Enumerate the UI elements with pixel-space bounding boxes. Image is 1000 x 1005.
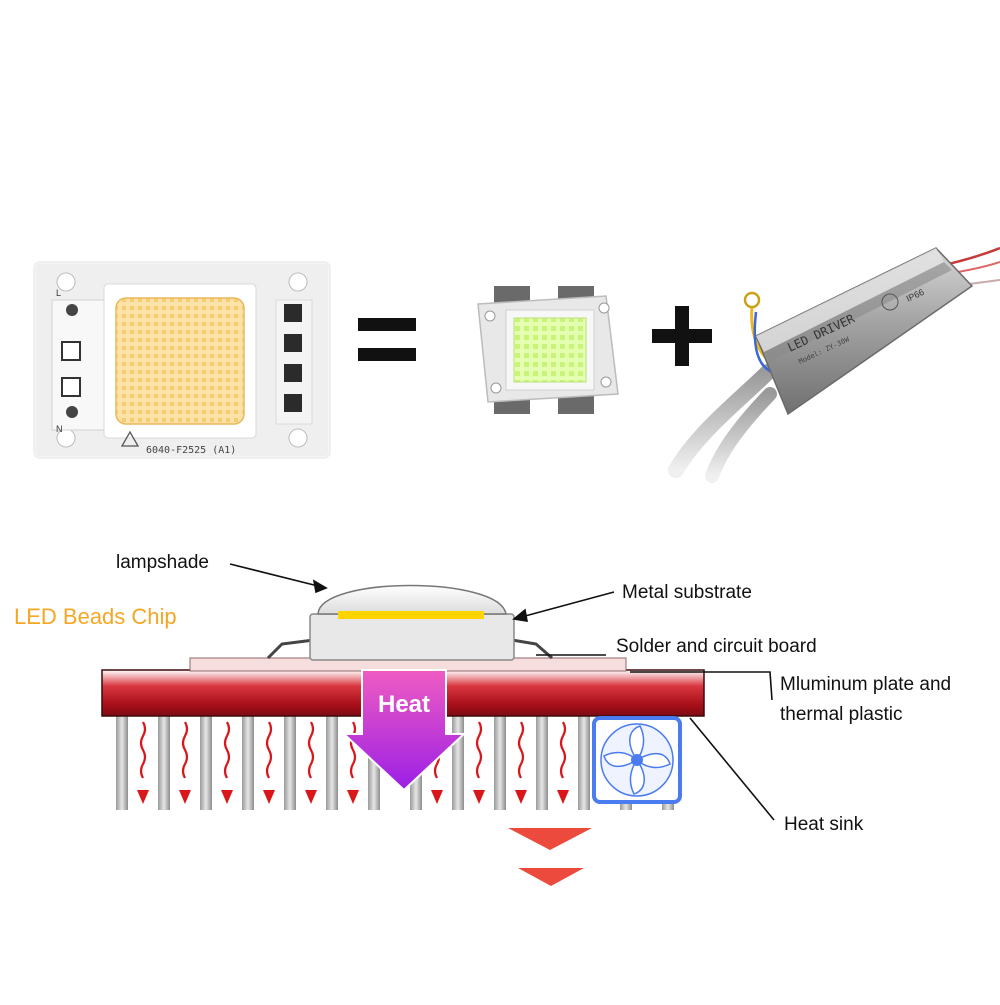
led-die (338, 611, 484, 619)
plus-symbol (652, 306, 712, 366)
warning-icon (120, 430, 140, 447)
wavy-arrow-icon (349, 721, 357, 779)
aluminum-plate-leader (630, 671, 773, 701)
solder-leads (266, 638, 553, 660)
cob-emitter (115, 297, 245, 425)
led-driver-unit: LED DRIVER Model: ZY-30W IP66 (668, 246, 1000, 483)
wavy-heat-arrows (137, 721, 569, 804)
metal-substrate-label: Metal substrate (622, 582, 752, 603)
metal-substrate-leader (513, 591, 615, 620)
led-beads-chip-title: LED Beads Chip (14, 604, 177, 629)
metal-substrate (309, 613, 515, 661)
chevron-down-icon (508, 828, 592, 850)
chevron-down-icon (518, 868, 584, 886)
cob-code-label: 6040-F2525 (A1) (146, 445, 236, 456)
high-power-led-chip (477, 286, 619, 414)
mount-hole (288, 272, 308, 292)
solder-circuit-board-label: Solder and circuit board (616, 636, 817, 657)
heat-sink-leader (689, 717, 775, 821)
heat-sink-label: Heat sink (784, 814, 864, 835)
fan-icon (592, 716, 682, 804)
led-emitter (513, 317, 587, 383)
wavy-arrow-icon (265, 721, 273, 779)
wavy-arrow-icon (223, 721, 231, 779)
wavy-arrow-icon (181, 721, 189, 779)
mount-hole (56, 272, 76, 292)
equals-symbol (358, 318, 416, 361)
wavy-arrow-icon (475, 721, 483, 779)
aluminum-plate-label-line1: Mluminum plate and (780, 674, 951, 695)
lampshade-leader (229, 563, 327, 589)
wavy-arrow-icon (307, 721, 315, 779)
wavy-arrow-icon (517, 721, 525, 779)
mount-hole (288, 428, 308, 448)
lampshade-label: lampshade (116, 552, 209, 573)
cob-led-module: L N 6040-F2525 (A1) (32, 260, 332, 460)
callout-lines (229, 563, 775, 821)
aluminum-plate-label-line2: thermal plastic (780, 704, 903, 725)
heat-label: Heat (378, 691, 430, 718)
pad-l-label: L (56, 288, 61, 298)
pad-n-label: N (56, 424, 63, 434)
wavy-arrow-icon (139, 721, 147, 779)
certification-mark (881, 293, 899, 311)
lampshade-dome (317, 584, 507, 615)
wavy-arrow-icon (559, 721, 567, 779)
heat-arrow-icon: Heat (341, 669, 467, 792)
